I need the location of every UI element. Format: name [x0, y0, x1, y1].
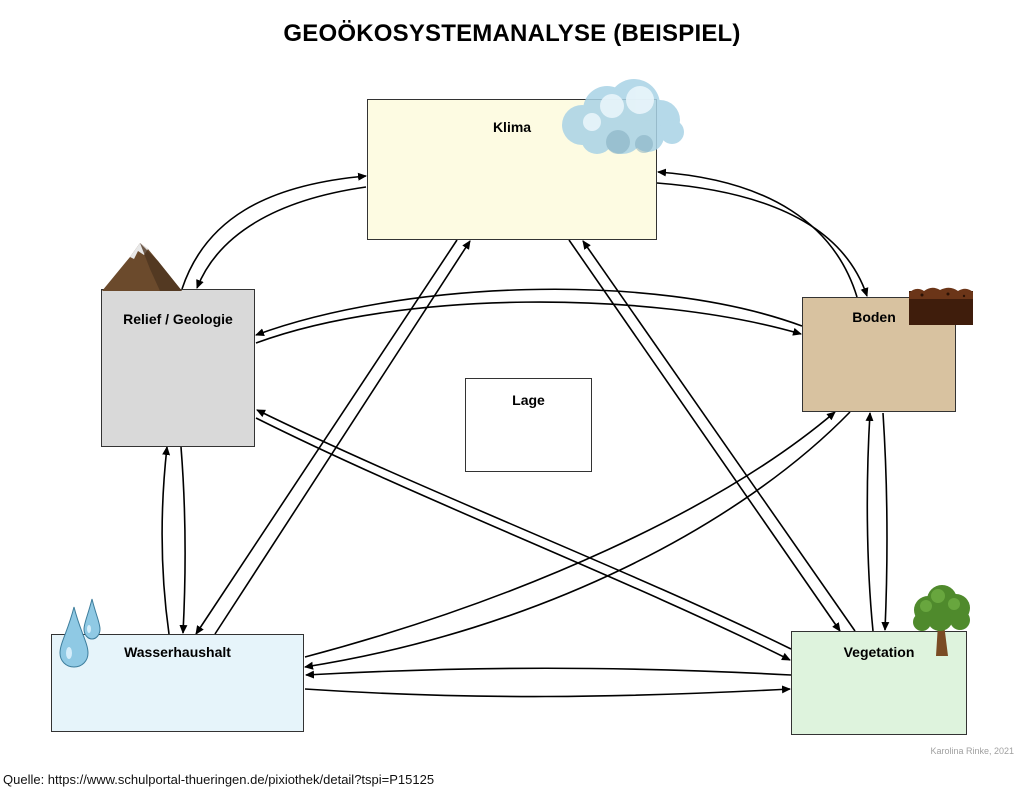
- arrow-wasser-to-boden: [304, 411, 836, 658]
- arrow-boden-to-wasser: [304, 411, 851, 670]
- arrow-relief-to-boden: [255, 301, 802, 344]
- author-credit: Karolina Rinke, 2021: [930, 746, 1014, 756]
- arrow-wasser-to-vegetation: [304, 685, 791, 698]
- arrow-vegetation-to-wasser: [305, 667, 792, 679]
- mountain-icon: [102, 243, 182, 291]
- arrow-klima-to-relief: [196, 186, 367, 289]
- label-vegetation: Vegetation: [843, 644, 915, 660]
- arrow-vegetation-to-klima: [582, 240, 856, 632]
- label-wasserhaushalt: Wasserhaushalt: [124, 644, 231, 660]
- label-klima: Klima: [492, 119, 532, 135]
- cloud-icon: [562, 79, 684, 154]
- arrow-relief-to-klima: [181, 172, 367, 290]
- arrow-vegetation-to-relief: [256, 409, 792, 650]
- box-lage: Lage: [465, 378, 592, 472]
- arrow-relief-to-vegetation: [255, 417, 791, 661]
- arrow-vegetation-to-boden: [865, 412, 874, 632]
- arrow-wasser-to-klima: [214, 240, 471, 635]
- arrow-boden-to-relief: [255, 288, 803, 336]
- label-boden: Boden: [852, 309, 896, 325]
- arrow-klima-to-wasser: [195, 239, 458, 635]
- arrow-klima-to-vegetation: [568, 239, 841, 632]
- box-relief-geologie: Relief / Geologie: [101, 289, 255, 447]
- arrow-relief-to-wasser: [179, 446, 188, 634]
- arrow-klima-to-boden: [656, 182, 869, 297]
- label-lage: Lage: [512, 392, 545, 408]
- arrow-boden-to-vegetation: [881, 412, 890, 631]
- box-wasserhaushalt: Wasserhaushalt: [51, 634, 304, 732]
- water-drops-icon: [59, 598, 101, 668]
- source-citation: Quelle: https://www.schulportal-thuering…: [3, 772, 435, 787]
- diagram-title: GEOÖKOSYSTEMANALYSE (BEISPIEL): [283, 20, 741, 47]
- label-relief: Relief / Geologie: [123, 311, 233, 327]
- arrow-wasser-to-relief: [161, 446, 171, 635]
- soil-icon: [909, 287, 973, 325]
- tree-icon: [913, 585, 970, 656]
- arrow-boden-to-klima: [657, 168, 858, 298]
